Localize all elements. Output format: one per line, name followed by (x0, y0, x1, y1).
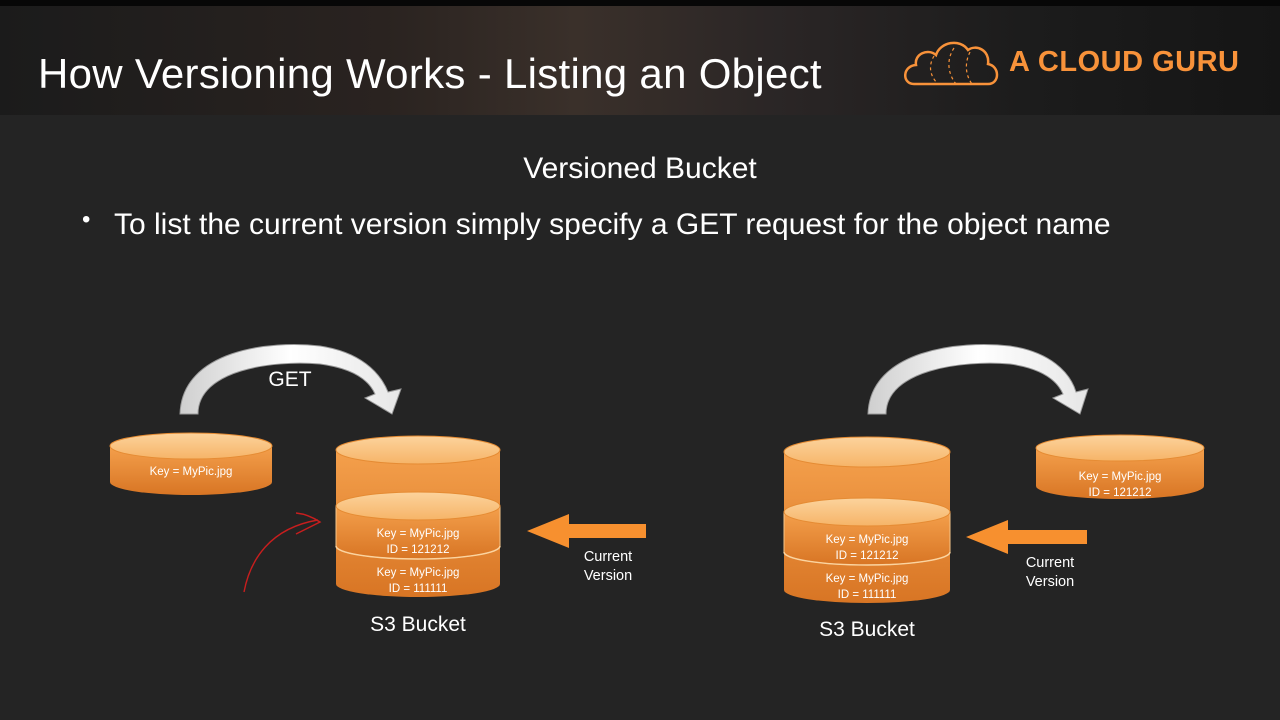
bucket-top-id-label: ID = 121212 (836, 550, 899, 562)
bucket-bottom-key-label: Key = MyPic.jpg (826, 573, 909, 585)
bucket-top-id-label: ID = 121212 (387, 544, 450, 556)
returned-object-key-label: Key = MyPic.jpg (1079, 471, 1162, 483)
return-arrow-icon (867, 344, 1089, 415)
returned-object-cylinder: Key = MyPic.jpg ID = 121212 (1035, 434, 1205, 499)
red-annotation-arrow-icon (243, 512, 322, 593)
returned-object-id-label: ID = 121212 (1089, 487, 1152, 499)
slide-subtitle: Versioned Bucket (523, 152, 757, 185)
bucket-bottom-id-label: ID = 111111 (389, 583, 448, 595)
slide-header (0, 0, 1280, 115)
get-arrow-icon (179, 344, 402, 415)
s3-bucket-label-left: S3 Bucket (370, 613, 466, 636)
slide-title: How Versioning Works - Listing an Object (38, 50, 822, 97)
s3-bucket-right: Key = MyPic.jpg ID = 121212 Key = MyPic.… (783, 436, 951, 603)
bullet-dot-icon: • (82, 206, 91, 233)
current-version-line2: Version (1026, 574, 1074, 590)
bucket-bottom-id-label: ID = 111111 (838, 589, 897, 601)
brand-logo-text: A CLOUD GURU (1009, 46, 1240, 78)
current-version-line1: Current (1026, 555, 1074, 571)
cloud-icon (904, 41, 999, 86)
bucket-top-key-label: Key = MyPic.jpg (826, 534, 909, 546)
current-version-arrow-icon (966, 520, 1087, 554)
s3-bucket-left: Key = MyPic.jpg ID = 121212 Key = MyPic.… (335, 435, 501, 597)
brand-logo: A CLOUD GURU (904, 36, 1244, 90)
bucket-bottom-key-label: Key = MyPic.jpg (377, 567, 460, 579)
current-version-line2: Version (584, 568, 632, 584)
object-key-label: Key = MyPic.jpg (150, 466, 233, 478)
object-cylinder: Key = MyPic.jpg (109, 432, 273, 495)
s3-bucket-label-right: S3 Bucket (819, 618, 915, 641)
bullet-text: To list the current version simply speci… (114, 208, 1111, 241)
bucket-top-key-label: Key = MyPic.jpg (377, 528, 460, 540)
top-strip (0, 0, 1280, 6)
left-diagram: GET Key = MyPic.jpg Key = MyPic.jpg ID =… (109, 344, 646, 636)
get-label: GET (268, 368, 311, 391)
right-diagram: Key = MyPic.jpg ID = 121212 Key = MyPic.… (783, 344, 1205, 641)
current-version-line1: Current (584, 549, 632, 565)
current-version-arrow-icon (527, 514, 646, 548)
